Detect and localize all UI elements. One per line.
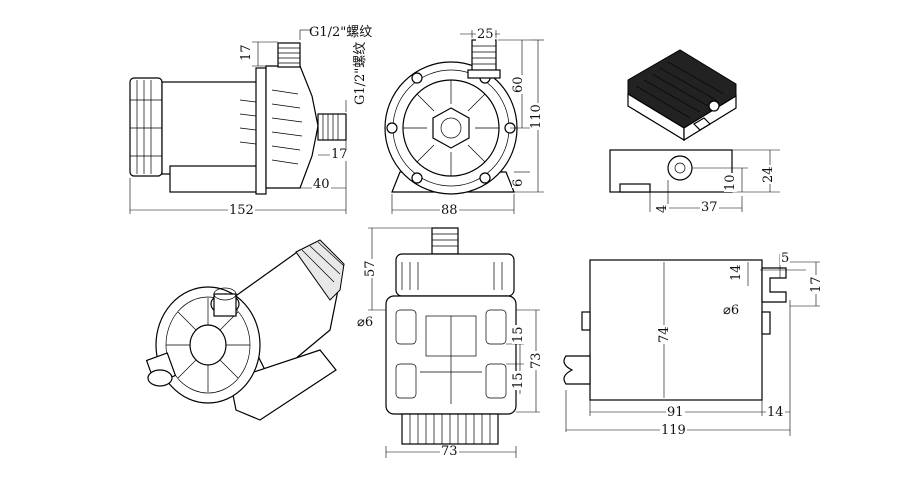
- driver-dim-10: 10: [723, 173, 738, 192]
- back-dim-15b: 15: [511, 371, 526, 390]
- back-view: [368, 227, 540, 458]
- driver-dim-24: 24: [761, 165, 776, 184]
- front-dim-88: 88: [440, 203, 459, 218]
- mount-dim-91: 91: [666, 405, 685, 420]
- back-dim-57: 57: [363, 259, 378, 278]
- side-thread-label: G1/2"螺纹: [309, 25, 373, 40]
- back-dim-73-horizontal: 73: [440, 444, 459, 459]
- mount-dim-14-vertical: 14: [729, 263, 744, 282]
- back-dim-15a: 15: [511, 325, 526, 344]
- side-dim-40: 40: [312, 177, 331, 192]
- side-view: [129, 29, 347, 214]
- front-dim-6: 6: [511, 177, 526, 188]
- mount-dim-119: 119: [660, 423, 687, 438]
- front-thread-label: G1/2"螺纹: [353, 41, 368, 105]
- back-dim-73-vertical: 73: [529, 351, 544, 370]
- pump-isometric: [145, 239, 345, 421]
- mount-dim-17: 17: [809, 275, 824, 294]
- mount-dim-hole: ⌀6: [722, 303, 741, 318]
- mount-dim-74: 74: [657, 325, 672, 344]
- front-dim-25: 25: [476, 27, 495, 42]
- mount-dim-14-horizontal: 14: [766, 405, 785, 420]
- side-dim-152: 152: [228, 203, 255, 218]
- driver-module: [609, 49, 780, 212]
- mount-dim-5: 5: [780, 251, 791, 266]
- back-dim-hole: ⌀6: [356, 315, 375, 330]
- driver-dim-37: 37: [700, 200, 719, 215]
- side-dim-17-top: 17: [239, 43, 254, 62]
- side-dim-17-outlet: 17: [330, 147, 349, 162]
- front-view: [384, 30, 544, 214]
- front-dim-110: 110: [529, 103, 544, 130]
- front-dim-60: 60: [511, 75, 526, 94]
- driver-dim-4: 4: [655, 203, 670, 214]
- mount-plate: [563, 254, 820, 436]
